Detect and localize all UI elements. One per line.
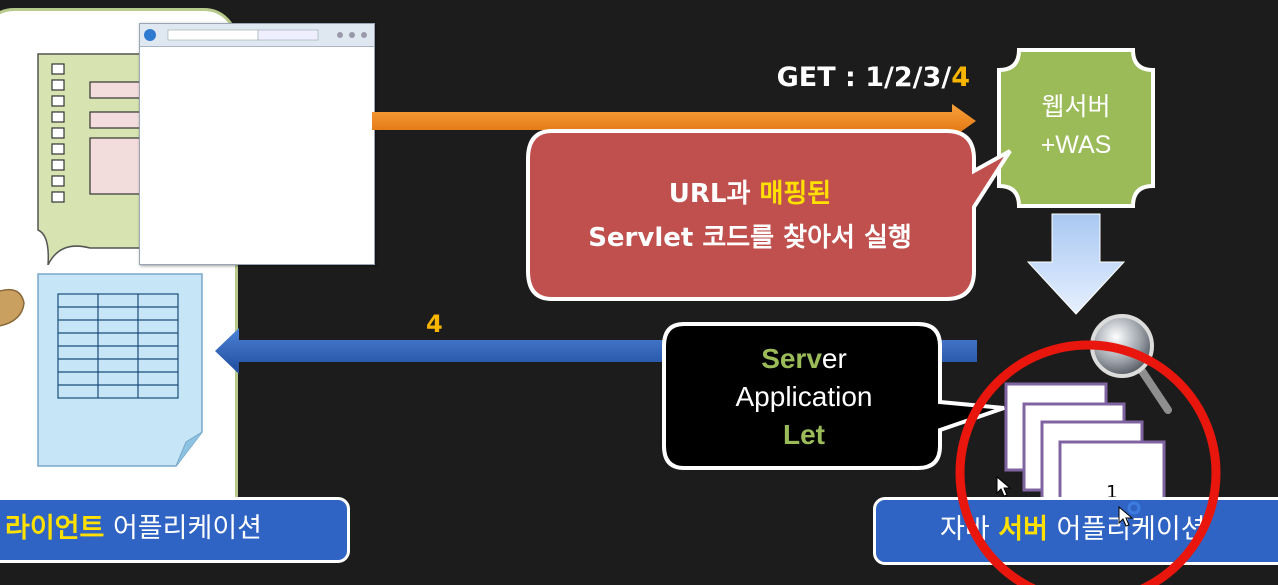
servlet-line1-rest: er <box>821 343 847 374</box>
browser-address-bar <box>140 24 374 47</box>
url-mapping-line2: Servlet 코드를 찾아서 실행 <box>588 223 912 253</box>
table-document-icon <box>37 273 203 467</box>
web-server-label: 웹서버 +WAS <box>993 88 1159 168</box>
web-server-line2: +WAS <box>1040 131 1112 159</box>
server-app-rest: 어플리케이션 <box>1047 514 1206 545</box>
server-app-label: 자바 서버 어플리케이션 <box>873 497 1278 565</box>
response-arrow <box>215 328 977 374</box>
client-app-rest: 어플리케이션 <box>104 513 262 544</box>
servlet-text: Server Application Let <box>668 340 940 454</box>
servlet-line2: Application <box>735 381 873 412</box>
url-mapping-text: URL과 매핑된 Servlet 코드를 찾아서 실행 <box>532 172 968 262</box>
url-mapping-part1: URL과 <box>668 179 760 209</box>
url-mapping-highlight: 매핑된 <box>759 179 832 209</box>
front-page-label: 1 <box>1106 482 1117 503</box>
server-app-highlight: 서버 <box>998 514 1048 545</box>
down-arrow <box>1026 213 1126 315</box>
web-server-line1: 웹서버 <box>1041 93 1111 121</box>
browser-window <box>139 23 375 265</box>
url-mapping-callout <box>526 129 1012 301</box>
servlet-line3-bold: Let <box>783 419 825 450</box>
request-label: GET : 1/2/3/4 <box>720 62 970 100</box>
request-label-prefix: GET : 1/2/3/ <box>776 62 952 93</box>
request-label-step: 4 <box>951 62 970 93</box>
highlight-ring <box>955 340 1221 585</box>
loading-ring-icon <box>1127 501 1141 515</box>
web-server-box <box>997 48 1155 208</box>
client-app-highlight: 라이언트 <box>5 513 105 544</box>
response-step-label: 4 <box>426 310 443 338</box>
servlet-callout <box>662 322 1005 470</box>
servlet-line1-bold: Serv <box>761 343 822 374</box>
mouse-cursor-icon <box>996 476 1012 497</box>
client-app-label: 라이언트 어플리케이션 <box>0 497 350 563</box>
partial-object-icon <box>0 288 25 327</box>
pointer-cursor-icon <box>1118 506 1134 527</box>
